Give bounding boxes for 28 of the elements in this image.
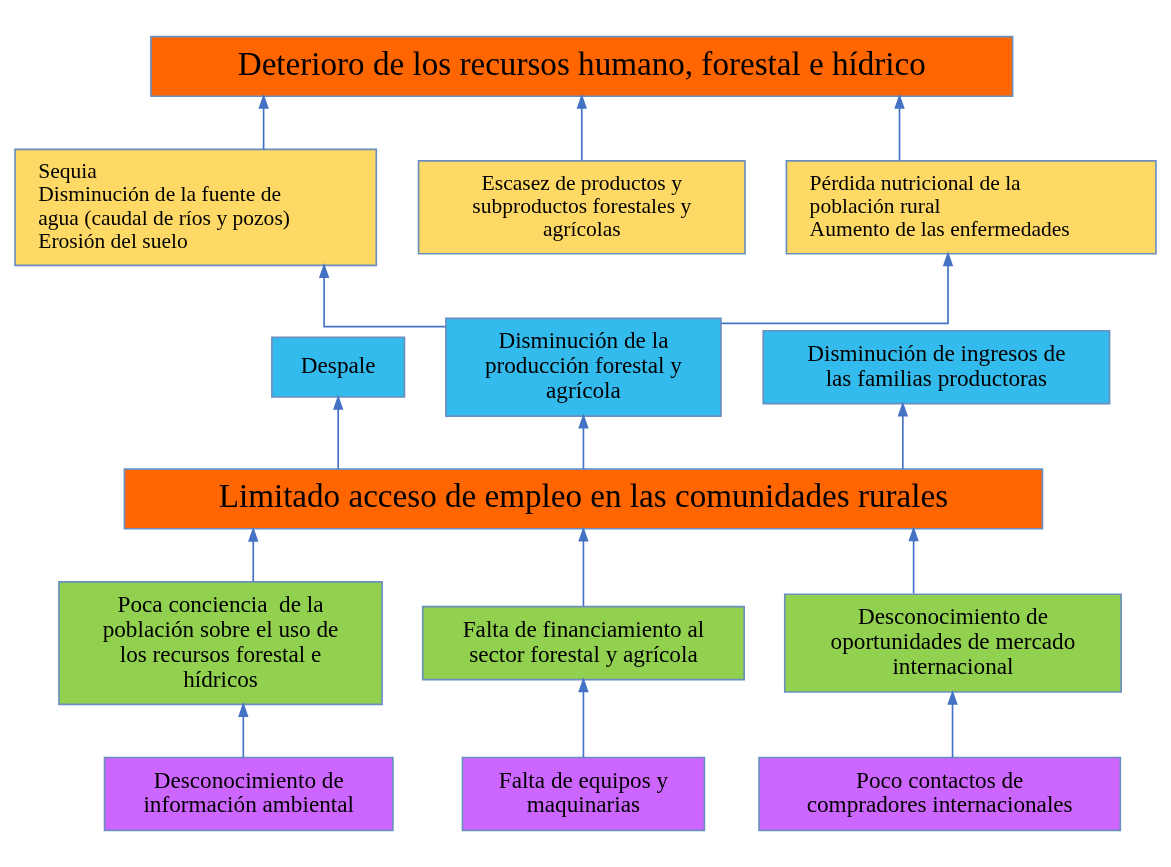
node-box: Disminución de ingresos de las familias productoras bbox=[762, 329, 1111, 405]
node-box: Limitado acceso de empleo en las comunidades rurales bbox=[123, 468, 1044, 530]
node-box: Despale bbox=[271, 336, 406, 398]
arrow bbox=[947, 689, 958, 759]
node-box: Sequia Disminución de la fuente de agua (caudal de ríos y pozos) Erosión del suelo bbox=[14, 148, 378, 267]
arrow bbox=[318, 263, 447, 328]
arrow bbox=[578, 677, 589, 759]
arrow bbox=[578, 413, 589, 470]
node-box: Falta de financiamiento al sector forestal y agrícola bbox=[421, 605, 745, 681]
node-box: Poca conciencia de la población sobre el uso de los recursos forestal e hídricos bbox=[58, 580, 383, 706]
node-box: Desconocimiento de oportunidades de mercado internacional bbox=[783, 593, 1122, 693]
node-box: Pérdida nutricional de la población rural Aumento de las enfermedades bbox=[785, 160, 1157, 255]
node-box: Deterioro de los recursos humano, forestal e hídrico bbox=[150, 35, 1014, 98]
node-box: Escasez de productos y subproductos forestales y agrícolas bbox=[417, 160, 746, 255]
node-box: Poco contactos de compradores internacionales bbox=[758, 756, 1122, 832]
arrow bbox=[576, 93, 587, 162]
arrow bbox=[897, 401, 909, 470]
arrow bbox=[248, 526, 259, 583]
arrow bbox=[332, 394, 344, 470]
arrow bbox=[258, 93, 269, 151]
arrow bbox=[720, 251, 954, 325]
node-box: Desconocimiento de información ambiental bbox=[103, 756, 394, 832]
arrow bbox=[894, 93, 905, 162]
node-box: Disminución de la producción forestal y agrícola bbox=[445, 317, 722, 417]
node-box: Falta de equipos y maquinarias bbox=[461, 756, 706, 832]
arrow bbox=[908, 526, 919, 595]
arrow bbox=[238, 702, 249, 759]
arrow bbox=[578, 526, 589, 607]
